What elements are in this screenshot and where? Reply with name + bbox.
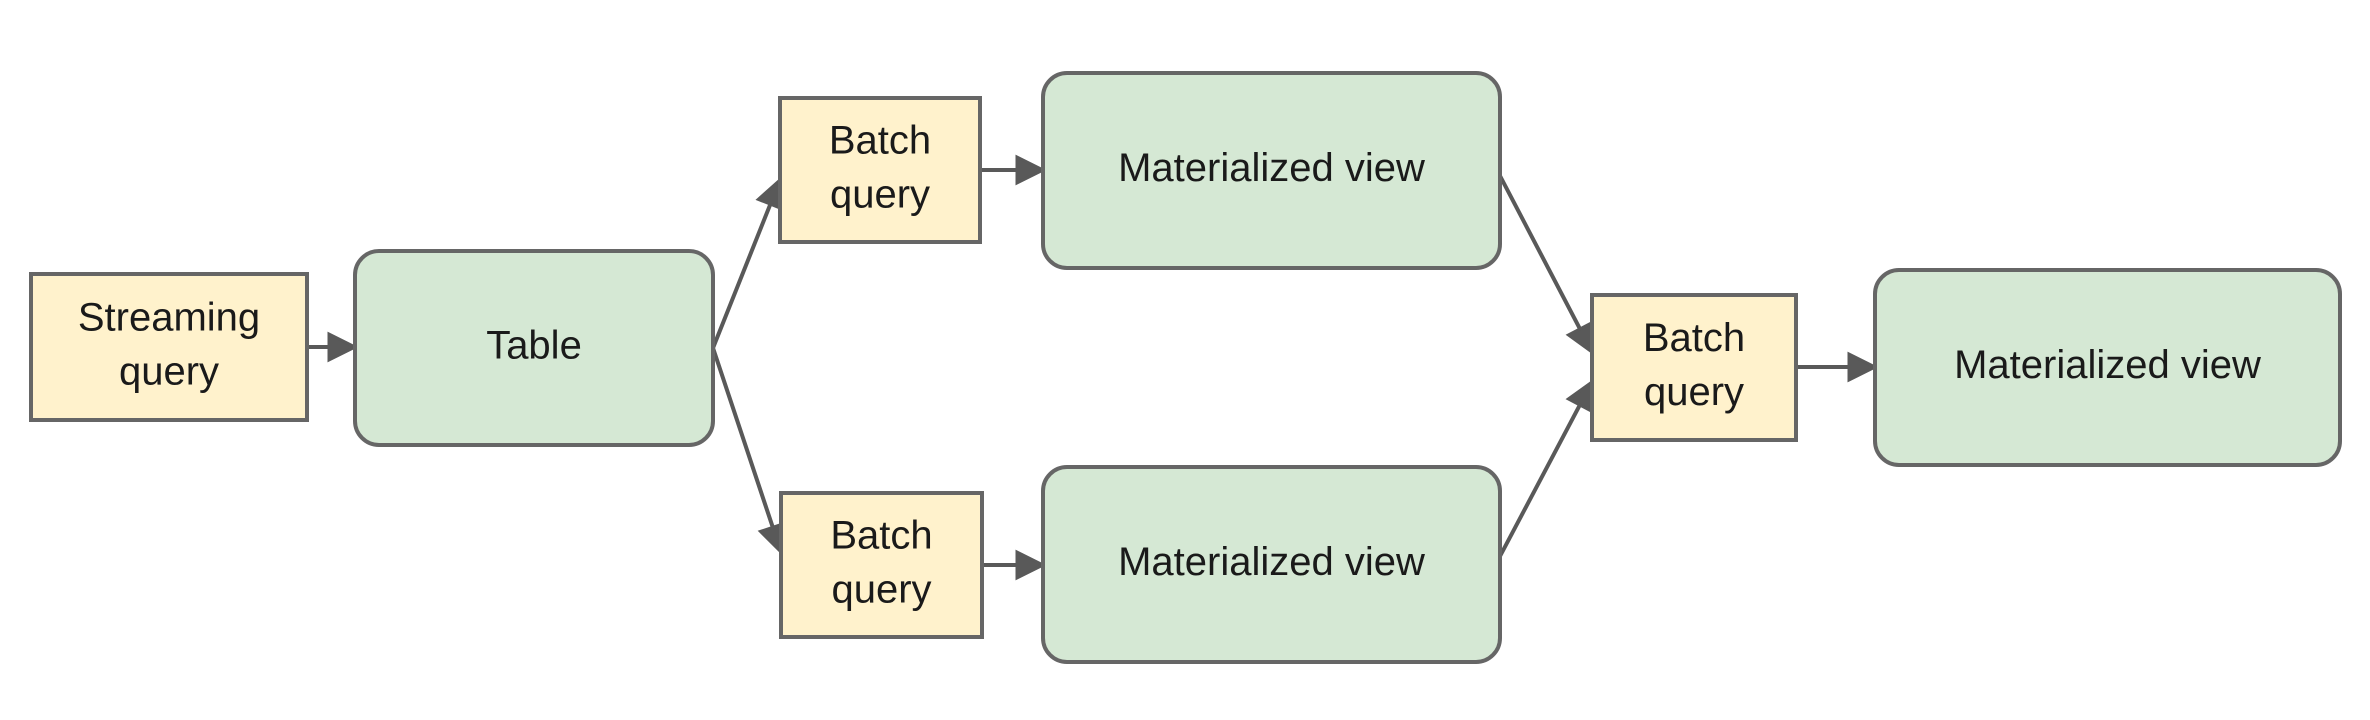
node-shape-materialized-view-final[interactable] bbox=[1873, 268, 2342, 467]
edge-line bbox=[1496, 401, 1584, 561]
edge-streaming-query-to-table bbox=[307, 331, 359, 363]
arrowhead-icon bbox=[1565, 379, 1594, 414]
edge-batch-query-bottom-to-materialized-view-bottom bbox=[982, 549, 1047, 581]
edge-batch-query-top-to-materialized-view-top bbox=[980, 154, 1047, 186]
node-shape-batch-query-bottom[interactable] bbox=[779, 491, 984, 639]
edge-line bbox=[711, 200, 774, 349]
arrowhead-icon bbox=[1565, 320, 1594, 355]
edge-line bbox=[711, 347, 776, 531]
arrowhead-icon bbox=[1015, 154, 1047, 186]
arrowhead-icon bbox=[1015, 549, 1047, 581]
edge-materialized-view-top-to-batch-query-merge bbox=[1496, 171, 1594, 355]
node-materialized-view-top[interactable]: Materialized view bbox=[1041, 71, 1502, 270]
node-materialized-view-bottom[interactable]: Materialized view bbox=[1041, 465, 1502, 664]
node-table[interactable]: Table bbox=[353, 249, 715, 447]
node-shape-batch-query-merge[interactable] bbox=[1590, 293, 1798, 442]
arrowhead-icon bbox=[1847, 351, 1879, 383]
node-shape-batch-query-top[interactable] bbox=[778, 96, 982, 244]
node-shape-streaming-query[interactable] bbox=[29, 272, 309, 422]
arrowhead-icon bbox=[327, 331, 359, 363]
nodes-layer: StreamingqueryTableBatchqueryMaterialize… bbox=[29, 71, 2342, 664]
node-materialized-view-final[interactable]: Materialized view bbox=[1873, 268, 2342, 467]
node-shape-materialized-view-top[interactable] bbox=[1041, 71, 1502, 270]
edge-table-to-batch-query-top bbox=[711, 176, 785, 349]
edge-table-to-batch-query-bottom bbox=[711, 347, 787, 556]
edge-materialized-view-bottom-to-batch-query-merge bbox=[1496, 379, 1594, 561]
edge-batch-query-merge-to-materialized-view-final bbox=[1796, 351, 1879, 383]
node-shape-materialized-view-bottom[interactable] bbox=[1041, 465, 1502, 664]
edge-line bbox=[1496, 171, 1584, 333]
node-shape-table[interactable] bbox=[353, 249, 715, 447]
